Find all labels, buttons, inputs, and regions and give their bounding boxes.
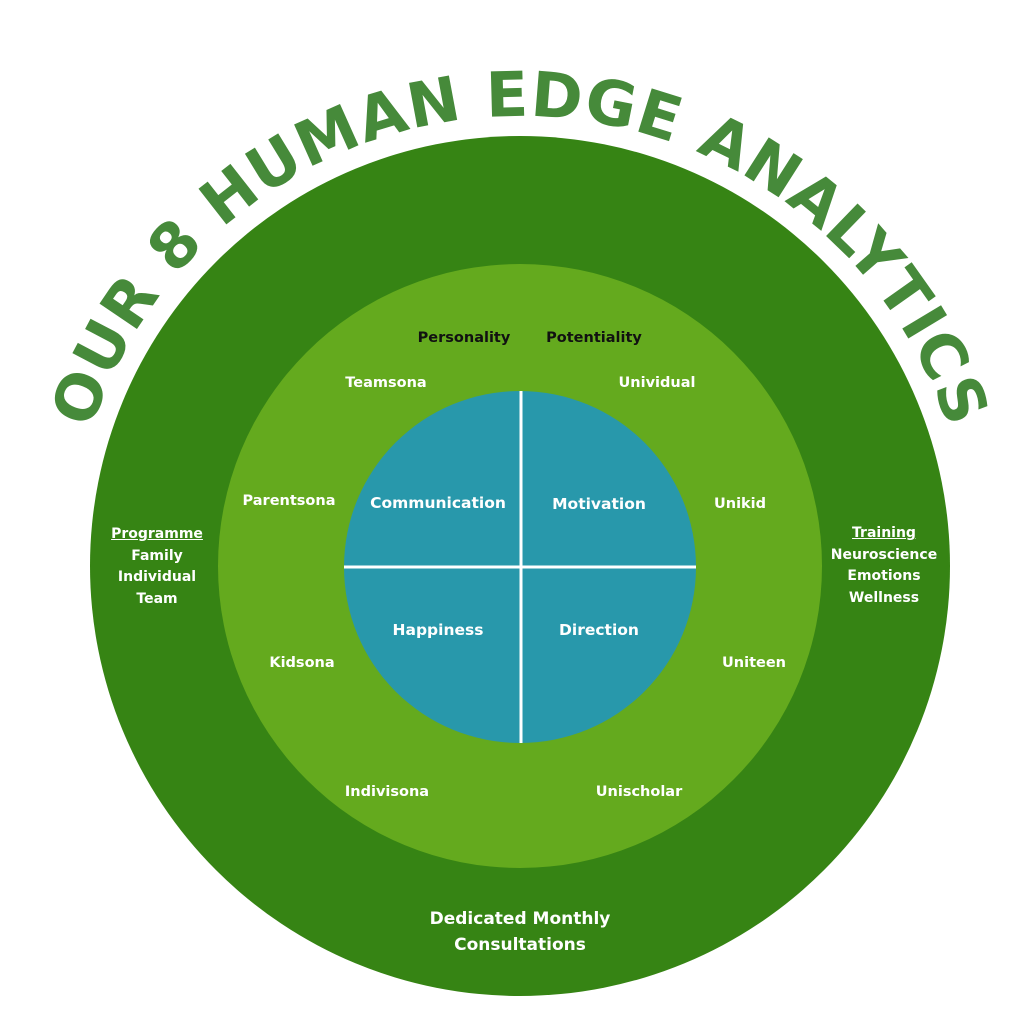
consultations-line-2: Consultations [454,935,586,955]
quadrant-motivation: Motivation [552,495,646,513]
training-heading: Training [852,525,916,541]
training-item: Neuroscience [830,546,938,563]
quadrant-direction: Direction [559,621,639,639]
product-indivisona: Indivisona [344,784,430,800]
product-teamsona: Teamsona [345,375,427,391]
training-item: Emotions [847,568,921,584]
product-parentsona: Parentsona [242,493,336,509]
quadrant-communication: Communication [370,494,506,512]
personality-header: Personality [417,330,511,346]
consultations-block: Dedicated Monthly Consultations [430,906,611,958]
quadrant-happiness: Happiness [392,621,484,639]
consultations-line-1: Dedicated Monthly [429,909,611,929]
programme-heading: Programme [111,526,203,542]
product-uniteen: Uniteen [722,655,786,671]
programme-item: Team [136,590,178,607]
potentiality-header: Potentiality [546,330,642,346]
programme-item: Individual [117,569,197,585]
programme-item: Family [131,547,183,564]
training-item: Wellness [848,589,920,606]
product-unikid: Unikid [713,496,767,512]
programme-block: Programme Family Individual Team [111,524,203,610]
product-unividual: Unividual [618,375,696,391]
training-block: Training Neuroscience Emotions Wellness [831,523,937,609]
product-unischolar: Unischolar [595,784,683,800]
product-kidsona: Kidsona [269,655,335,671]
